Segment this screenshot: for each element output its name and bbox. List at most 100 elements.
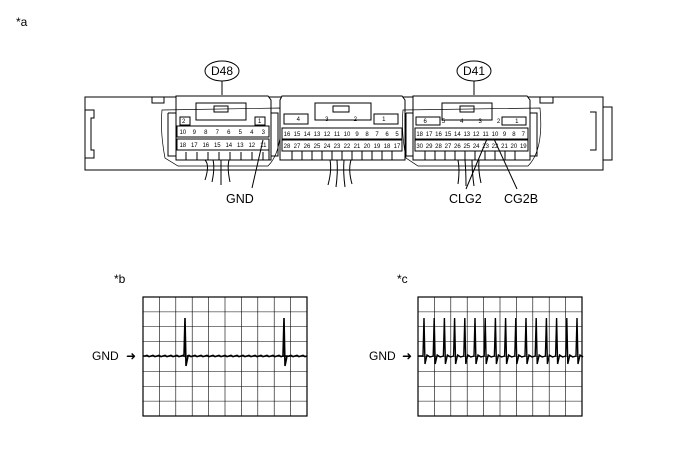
callout-clg2-label: CLG2 <box>449 192 482 206</box>
pin-number: 18 <box>384 144 391 150</box>
pin-number: 27 <box>445 144 452 150</box>
pin-number: 26 <box>304 144 311 150</box>
pin-number: 26 <box>454 144 461 150</box>
callout-cg2b-label: CG2B <box>504 192 538 206</box>
pin-number: 20 <box>364 144 371 150</box>
pin-number: 22 <box>344 144 351 150</box>
figure-label-a: *a <box>16 15 28 29</box>
pin-number: 15 <box>294 132 301 138</box>
pin-number: 11 <box>260 143 267 149</box>
pin-number: 8 <box>512 132 516 138</box>
connector-middle <box>279 95 406 188</box>
pin-number: 5 <box>395 132 399 138</box>
pin-number: 12 <box>324 132 331 138</box>
pin-number: 23 <box>482 144 489 150</box>
pin-number: 12 <box>248 143 255 149</box>
pin-number: 7 <box>522 132 526 138</box>
pin-number: 2 <box>497 119 501 125</box>
pin-number: 16 <box>435 132 442 138</box>
d48-pin: 2 <box>182 119 186 125</box>
pin-number: 14 <box>304 132 311 138</box>
pin-number: 21 <box>354 144 361 150</box>
pin-number: 8 <box>204 130 208 136</box>
connector-d48-tag: D48 <box>204 60 240 95</box>
callout-gnd-label: GND <box>226 192 254 206</box>
pin-number: 18 <box>416 132 423 138</box>
pin-number: 15 <box>214 143 221 149</box>
pin-number: 4 <box>250 130 254 136</box>
pin-number: 16 <box>284 132 291 138</box>
connector-d41-label: D41 <box>463 64 485 78</box>
pin-number: 9 <box>355 132 359 138</box>
pin-number: 2 <box>354 117 358 123</box>
pin-number: 6 <box>385 132 389 138</box>
pin-number: 7 <box>216 130 220 136</box>
pin-number: 19 <box>520 144 527 150</box>
pin-number: 10 <box>344 132 351 138</box>
pin-number: 4 <box>460 119 464 125</box>
scope-b-gnd-label: GND <box>92 349 119 363</box>
scope-b-arrow-icon: ➜ <box>126 349 136 363</box>
pin-number: 25 <box>314 144 321 150</box>
pin-number: 12 <box>473 132 480 138</box>
pin-number: 3 <box>262 130 266 136</box>
pin-number: 14 <box>454 132 461 138</box>
pin-number: 29 <box>426 144 433 150</box>
pin-number: 14 <box>225 143 232 149</box>
pin-number: 10 <box>492 132 499 138</box>
pin-number: 3 <box>325 117 329 123</box>
connector-d48 <box>161 95 282 185</box>
pin-number: 11 <box>334 132 341 138</box>
pin-number: 1 <box>515 119 519 125</box>
scope-b-waveform <box>143 317 308 367</box>
pin-number: 3 <box>479 119 483 125</box>
pin-number: 9 <box>193 130 197 136</box>
connector-d48-label: D48 <box>211 64 233 78</box>
pin-number: 13 <box>314 132 321 138</box>
pin-number: 7 <box>375 132 379 138</box>
pin-number: 9 <box>503 132 507 138</box>
pin-number: 20 <box>511 144 518 150</box>
pin-number: 5 <box>442 119 446 125</box>
callout-cg2b: CG2B <box>493 138 538 206</box>
callout-gnd: GND <box>226 139 264 206</box>
pin-number: 6 <box>227 130 231 136</box>
pin-number: 13 <box>237 143 244 149</box>
pin-number: 10 <box>179 130 186 136</box>
callout-clg2: CLG2 <box>449 138 488 206</box>
connector-d41 <box>402 95 542 187</box>
d48-pin: 1 <box>258 119 262 125</box>
pin-number: 30 <box>416 144 423 150</box>
figure-label-b: *b <box>114 272 126 286</box>
pin-number: 17 <box>191 143 198 149</box>
pin-number: 6 <box>424 119 428 125</box>
pin-number: 24 <box>473 144 480 150</box>
pin-number: 24 <box>324 144 331 150</box>
scope-b: GND ➜ <box>92 296 308 417</box>
figure-label-c: *c <box>397 272 408 286</box>
connector-d41-tag: D41 <box>456 60 492 95</box>
scope-c-arrow-icon: ➜ <box>402 349 412 363</box>
pin-number: 19 <box>374 144 381 150</box>
pin-number: 1 <box>382 117 386 123</box>
pin-number: 21 <box>501 144 508 150</box>
pin-number: 27 <box>294 144 301 150</box>
scope-c: GND ➜ <box>369 296 584 417</box>
pin-number: 25 <box>463 144 470 150</box>
pin-number: 18 <box>179 143 186 149</box>
scope-c-waveform <box>418 317 584 365</box>
pin-number: 22 <box>492 144 499 150</box>
pin-number: 4 <box>297 117 301 123</box>
pin-number: 8 <box>365 132 369 138</box>
scope-c-gnd-label: GND <box>369 349 396 363</box>
pin-number: 16 <box>202 143 209 149</box>
pin-number: 28 <box>435 144 442 150</box>
pin-number: 23 <box>334 144 341 150</box>
pin-number: 17 <box>426 132 433 138</box>
pin-number: 11 <box>482 132 489 138</box>
pin-number: 28 <box>284 144 291 150</box>
pin-number: 5 <box>239 130 243 136</box>
pin-number: 17 <box>394 144 401 150</box>
